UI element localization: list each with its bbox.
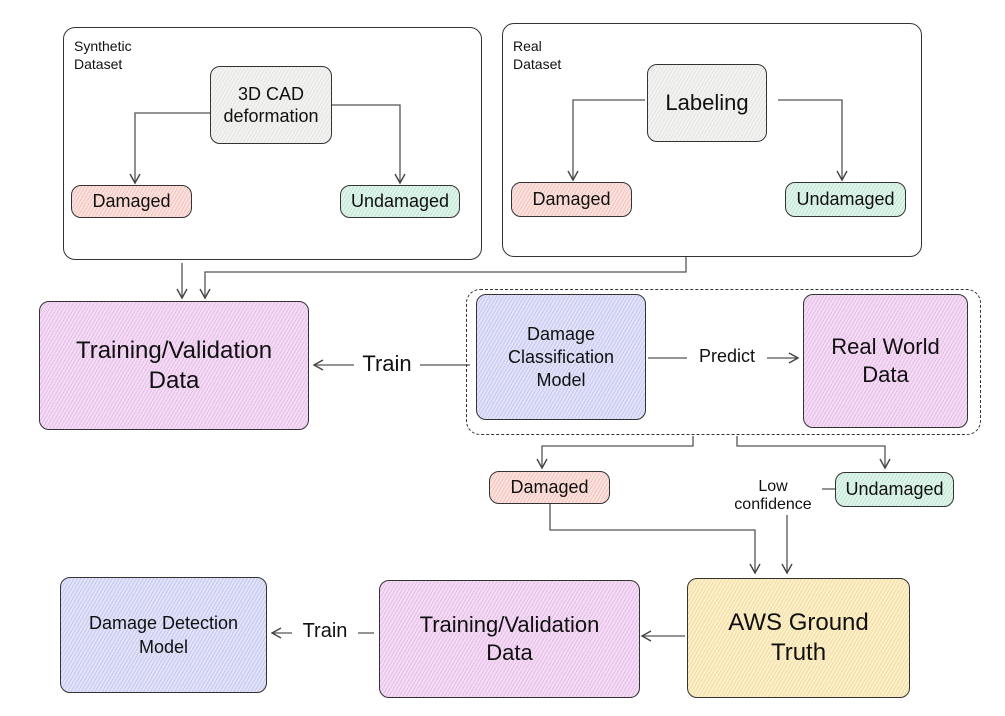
- synthetic-dataset-label: Synthetic Dataset: [74, 38, 132, 72]
- damage-classification-model-node: Damage Classification Model: [476, 294, 646, 420]
- synthetic-damaged-node: Damaged: [71, 185, 192, 218]
- real-damaged-node: Damaged: [511, 182, 632, 217]
- arrow-to-predicted-damaged: [536, 436, 694, 470]
- aws-ground-truth-node: AWS Ground Truth: [687, 578, 910, 698]
- edge-label-low-confidence: Low confidence: [724, 478, 822, 515]
- real-dataset-group: Real Dataset: [502, 23, 922, 257]
- training-validation-data-bottom: Training/Validation Data: [379, 580, 640, 698]
- real-world-data-node: Real World Data: [803, 294, 968, 428]
- classification-region: [466, 289, 981, 435]
- real-undamaged-node: Undamaged: [785, 182, 906, 217]
- edge-label-predict: Predict: [687, 346, 767, 367]
- arrow-to-predicted-undamaged: [736, 436, 891, 470]
- edge-label-train-top: Train: [354, 351, 420, 377]
- damage-detection-model-node: Damage Detection Model: [60, 577, 267, 693]
- cad-deformation-node: 3D CAD deformation: [210, 66, 332, 144]
- synthetic-undamaged-node: Undamaged: [340, 185, 460, 218]
- synthetic-dataset-group: Synthetic Dataset: [63, 27, 482, 260]
- real-dataset-label: Real Dataset: [513, 38, 562, 72]
- predicted-damaged-node: Damaged: [489, 471, 610, 504]
- predicted-undamaged-node: Undamaged: [835, 472, 954, 507]
- edge-label-train-bottom: Train: [292, 620, 358, 643]
- labeling-node: Labeling: [647, 64, 767, 142]
- training-validation-data-top: Training/Validation Data: [39, 301, 309, 430]
